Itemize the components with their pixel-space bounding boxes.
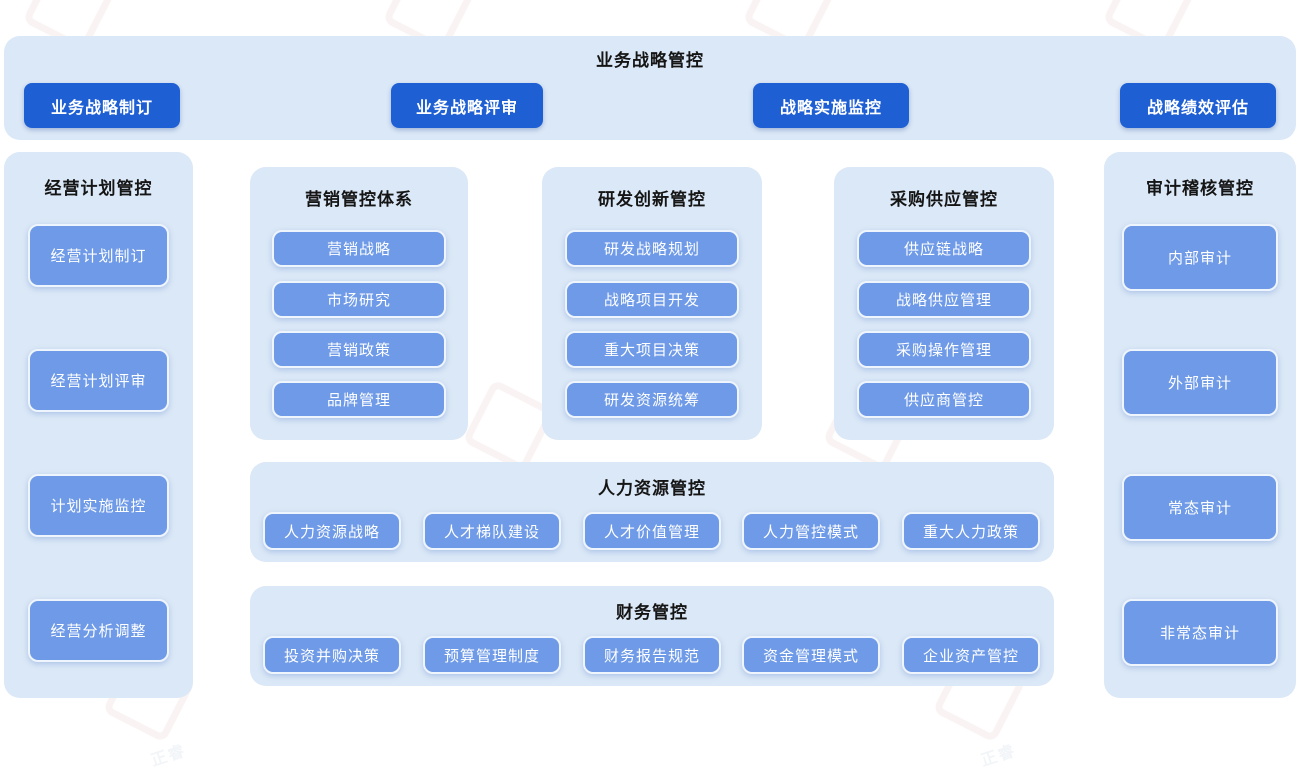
finance-title: 财务管控 (616, 603, 688, 622)
rd-resource-coordination-button[interactable]: 研发资源统筹 (565, 381, 739, 418)
strategy-performance-eval-button[interactable]: 战略绩效评估 (1120, 83, 1276, 128)
strategy-review-button[interactable]: 业务战略评审 (391, 83, 543, 128)
major-hr-policy-button[interactable]: 重大人力政策 (902, 512, 1040, 550)
finance-panel: 财务管控 投资并购决策 预算管理制度 财务报告规范 资金管理模式 企业资产管控 (250, 586, 1054, 686)
hr-panel: 人力资源管控 人力资源战略 人才梯队建设 人才价值管理 人力管控模式 重大人力政… (250, 462, 1054, 562)
rd-innovation-panel: 研发创新管控 研发战略规划 战略项目开发 重大项目决策 研发资源统筹 (542, 167, 762, 440)
marketing-panel: 营销管控体系 营销战略 市场研究 营销政策 品牌管理 (250, 167, 468, 440)
market-research-button[interactable]: 市场研究 (272, 281, 446, 318)
analysis-adjust-button[interactable]: 经营分析调整 (28, 599, 169, 662)
plan-formulation-button[interactable]: 经营计划制订 (28, 224, 169, 287)
plan-review-button[interactable]: 经营计划评审 (28, 349, 169, 412)
strategic-project-dev-button[interactable]: 战略项目开发 (565, 281, 739, 318)
fund-mgmt-model-button[interactable]: 资金管理模式 (742, 636, 880, 674)
watermark-text: 正睿 (148, 742, 189, 770)
banner-title: 业务战略管控 (596, 51, 704, 70)
irregular-audit-button[interactable]: 非常态审计 (1122, 599, 1278, 666)
talent-pipeline-button[interactable]: 人才梯队建设 (423, 512, 561, 550)
watermark-text: 正睿 (978, 742, 1019, 770)
strategic-supply-mgmt-button[interactable]: 战略供应管理 (857, 281, 1031, 318)
procurement-operation-button[interactable]: 采购操作管理 (857, 331, 1031, 368)
hr-strategy-button[interactable]: 人力资源战略 (263, 512, 401, 550)
financial-report-standard-button[interactable]: 财务报告规范 (583, 636, 721, 674)
strategy-formulation-button[interactable]: 业务战略制订 (24, 83, 180, 128)
marketing-title: 营销管控体系 (305, 190, 413, 209)
audit-title: 审计稽核管控 (1146, 179, 1254, 198)
audit-panel: 审计稽核管控 内部审计 外部审计 常态审计 非常态审计 (1104, 152, 1296, 698)
major-project-decision-button[interactable]: 重大项目决策 (565, 331, 739, 368)
supplier-control-button[interactable]: 供应商管控 (857, 381, 1031, 418)
budget-mgmt-system-button[interactable]: 预算管理制度 (423, 636, 561, 674)
procurement-panel: 采购供应管控 供应链战略 战略供应管理 采购操作管理 供应商管控 (834, 167, 1054, 440)
regular-audit-button[interactable]: 常态审计 (1122, 474, 1278, 541)
internal-audit-button[interactable]: 内部审计 (1122, 224, 1278, 291)
hr-title: 人力资源管控 (598, 479, 706, 498)
procurement-title: 采购供应管控 (890, 190, 998, 209)
strategy-implementation-monitor-button[interactable]: 战略实施监控 (753, 83, 909, 128)
marketing-strategy-button[interactable]: 营销战略 (272, 230, 446, 267)
supply-chain-strategy-button[interactable]: 供应链战略 (857, 230, 1031, 267)
business-strategy-banner: 业务战略管控 业务战略制订 业务战略评审 战略实施监控 战略绩效评估 (4, 36, 1296, 140)
hr-control-model-button[interactable]: 人力管控模式 (742, 512, 880, 550)
operating-plan-title: 经营计划管控 (44, 179, 153, 198)
plan-monitor-button[interactable]: 计划实施监控 (28, 474, 169, 537)
talent-value-button[interactable]: 人才价值管理 (583, 512, 721, 550)
rd-innovation-title: 研发创新管控 (598, 190, 706, 209)
marketing-policy-button[interactable]: 营销政策 (272, 331, 446, 368)
brand-management-button[interactable]: 品牌管理 (272, 381, 446, 418)
investment-ma-decision-button[interactable]: 投资并购决策 (263, 636, 401, 674)
rd-strategy-planning-button[interactable]: 研发战略规划 (565, 230, 739, 267)
external-audit-button[interactable]: 外部审计 (1122, 349, 1278, 416)
operating-plan-panel: 经营计划管控 经营计划制订 经营计划评审 计划实施监控 经营分析调整 (4, 152, 193, 698)
enterprise-asset-control-button[interactable]: 企业资产管控 (902, 636, 1040, 674)
